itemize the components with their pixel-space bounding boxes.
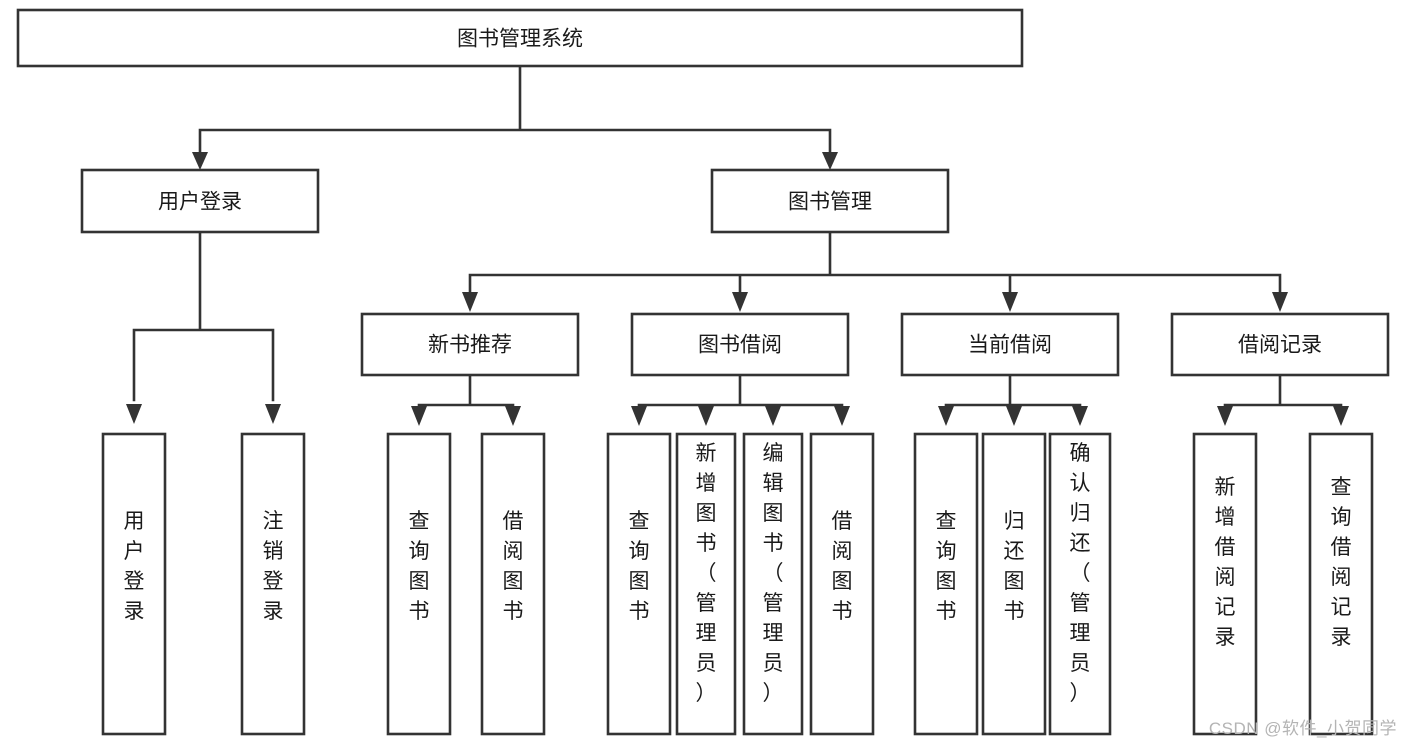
node-book-borrow[interactable]: 图书借阅 (630, 312, 850, 377)
connector-user-login-bus (132, 230, 275, 402)
node-leaf-add-borrow-record-label: 新增借阅记录 (1215, 476, 1236, 649)
node-leaf-borrow-book-2-box[interactable] (809, 432, 875, 736)
node-root-box[interactable] (16, 8, 1024, 68)
node-leaf-confirm-return-admin[interactable]: 确认归还（管理员） (1048, 432, 1112, 736)
connector-root-to-level2-bus (198, 64, 832, 162)
node-leaf-user-logout[interactable]: 注销登录 (240, 432, 306, 736)
node-leaf-user-login-box[interactable] (101, 432, 167, 736)
arrow-head-to-leaf-add-book-admin (698, 406, 714, 426)
connector-group (126, 64, 1349, 426)
node-new-book-recommend-label: 新书推荐 (428, 334, 512, 357)
node-leaf-edit-book-admin-label: 编辑图书（管理员） (763, 442, 784, 705)
node-book-borrow-box[interactable] (630, 312, 850, 377)
node-borrow-record[interactable]: 借阅记录 (1170, 312, 1390, 377)
arrow-head-to-leaf-query-borrow-record (1333, 406, 1349, 426)
node-leaf-user-login-label: 用户登录 (124, 510, 145, 623)
node-leaf-query-book-2[interactable]: 查询图书 (606, 432, 672, 736)
node-leaf-return-book[interactable]: 归还图书 (981, 432, 1047, 736)
node-leaf-user-logout-label: 注销登录 (263, 510, 284, 623)
node-leaf-return-book-box[interactable] (981, 432, 1047, 736)
arrow-head-to-leaf-return-book (1006, 406, 1022, 426)
connector-book-borrow-bus (637, 373, 844, 414)
node-new-book-recommend[interactable]: 新书推荐 (360, 312, 580, 377)
node-leaf-borrow-book-1-box[interactable] (480, 432, 546, 736)
node-leaf-borrow-book-1[interactable]: 借阅图书 (480, 432, 546, 736)
arrow-head-to-current-borrow (1002, 292, 1018, 312)
node-leaf-query-book-1-label: 查询图书 (409, 510, 430, 623)
node-leaf-borrow-book-2-label: 借阅图书 (832, 510, 853, 623)
arrow-head-to-leaf-add-borrow-record (1217, 406, 1233, 426)
node-leaf-query-book-3-box[interactable] (913, 432, 979, 736)
node-book-management[interactable]: 图书管理 (710, 168, 950, 234)
node-leaf-query-borrow-record-box[interactable] (1308, 432, 1374, 736)
node-new-book-recommend-box[interactable] (360, 312, 580, 377)
connector-new-book-recommend-bus (417, 373, 515, 414)
node-borrow-record-box[interactable] (1170, 312, 1390, 377)
node-leaf-add-book-admin-label: 新增图书（管理员） (696, 442, 717, 705)
node-leaf-query-book-3-label: 查询图书 (936, 510, 957, 623)
node-book-management-box[interactable] (710, 168, 950, 234)
node-user-login-box[interactable] (80, 168, 320, 234)
node-leaf-user-login[interactable]: 用户登录 (101, 432, 167, 736)
node-leaf-return-book-label: 归还图书 (1004, 510, 1025, 623)
node-leaf-user-logout-box[interactable] (240, 432, 306, 736)
node-leaf-query-borrow-record-label: 查询借阅记录 (1331, 476, 1352, 649)
node-leaf-query-book-1[interactable]: 查询图书 (386, 432, 452, 736)
node-borrow-record-label: 借阅记录 (1238, 334, 1322, 357)
arrow-head-to-leaf-confirm-return-admin (1072, 406, 1088, 426)
node-leaf-edit-book-admin-box[interactable] (742, 432, 804, 736)
arrow-head-to-leaf-user-logout (265, 404, 281, 424)
node-leaf-confirm-return-admin-box[interactable] (1048, 432, 1112, 736)
node-leaf-add-book-admin[interactable]: 新增图书（管理员） (675, 432, 737, 736)
arrow-head-to-leaf-edit-book-admin (765, 406, 781, 426)
arrow-head-to-leaf-query-book-1 (411, 406, 427, 426)
arrow-head-to-leaf-borrow-book-2 (834, 406, 850, 426)
node-leaf-query-book-2-label: 查询图书 (629, 510, 650, 623)
node-current-borrow-box[interactable] (900, 312, 1120, 377)
arrow-head-to-leaf-query-book-2 (631, 406, 647, 426)
node-leaf-query-book-1-box[interactable] (386, 432, 452, 736)
node-user-login-label: 用户登录 (158, 191, 242, 214)
node-leaf-query-book-3[interactable]: 查询图书 (913, 432, 979, 736)
arrow-head-to-leaf-user-login (126, 404, 142, 424)
node-leaf-add-borrow-record-box[interactable] (1192, 432, 1258, 736)
node-leaf-edit-book-admin[interactable]: 编辑图书（管理员） (742, 432, 804, 736)
node-root[interactable]: 图书管理系统 (16, 8, 1024, 68)
node-leaf-query-book-2-box[interactable] (606, 432, 672, 736)
connector-borrow-record-bus (1223, 373, 1343, 414)
csdn-watermark: CSDN @软件_小贺同学 (1208, 719, 1397, 738)
node-leaf-add-book-admin-box[interactable] (675, 432, 737, 736)
arrow-head-to-new-book-recommend (462, 292, 478, 312)
node-book-borrow-label: 图书借阅 (698, 334, 782, 357)
node-leaf-borrow-book-1-label: 借阅图书 (503, 510, 524, 623)
node-user-login[interactable]: 用户登录 (80, 168, 320, 234)
node-leaf-borrow-book-2[interactable]: 借阅图书 (809, 432, 875, 736)
arrow-head-to-borrow-record (1272, 292, 1288, 312)
arrow-head-to-leaf-query-book-3 (938, 406, 954, 426)
node-leaf-confirm-return-admin-label: 确认归还（管理员） (1070, 442, 1091, 705)
arrow-head-to-leaf-borrow-book-1 (505, 406, 521, 426)
connector-book-management-bus (468, 230, 1282, 302)
node-leaf-add-borrow-record[interactable]: 新增借阅记录 (1192, 432, 1258, 736)
node-current-borrow[interactable]: 当前借阅 (900, 312, 1120, 377)
node-root-label: 图书管理系统 (457, 28, 583, 51)
arrow-head-to-user-login (192, 152, 208, 170)
arrow-head-to-book-borrow (732, 292, 748, 312)
node-current-borrow-label: 当前借阅 (968, 334, 1052, 357)
arrow-head-to-book-management (822, 152, 838, 170)
node-leaf-query-borrow-record[interactable]: 查询借阅记录 (1308, 432, 1374, 736)
node-book-management-label: 图书管理 (788, 191, 872, 214)
